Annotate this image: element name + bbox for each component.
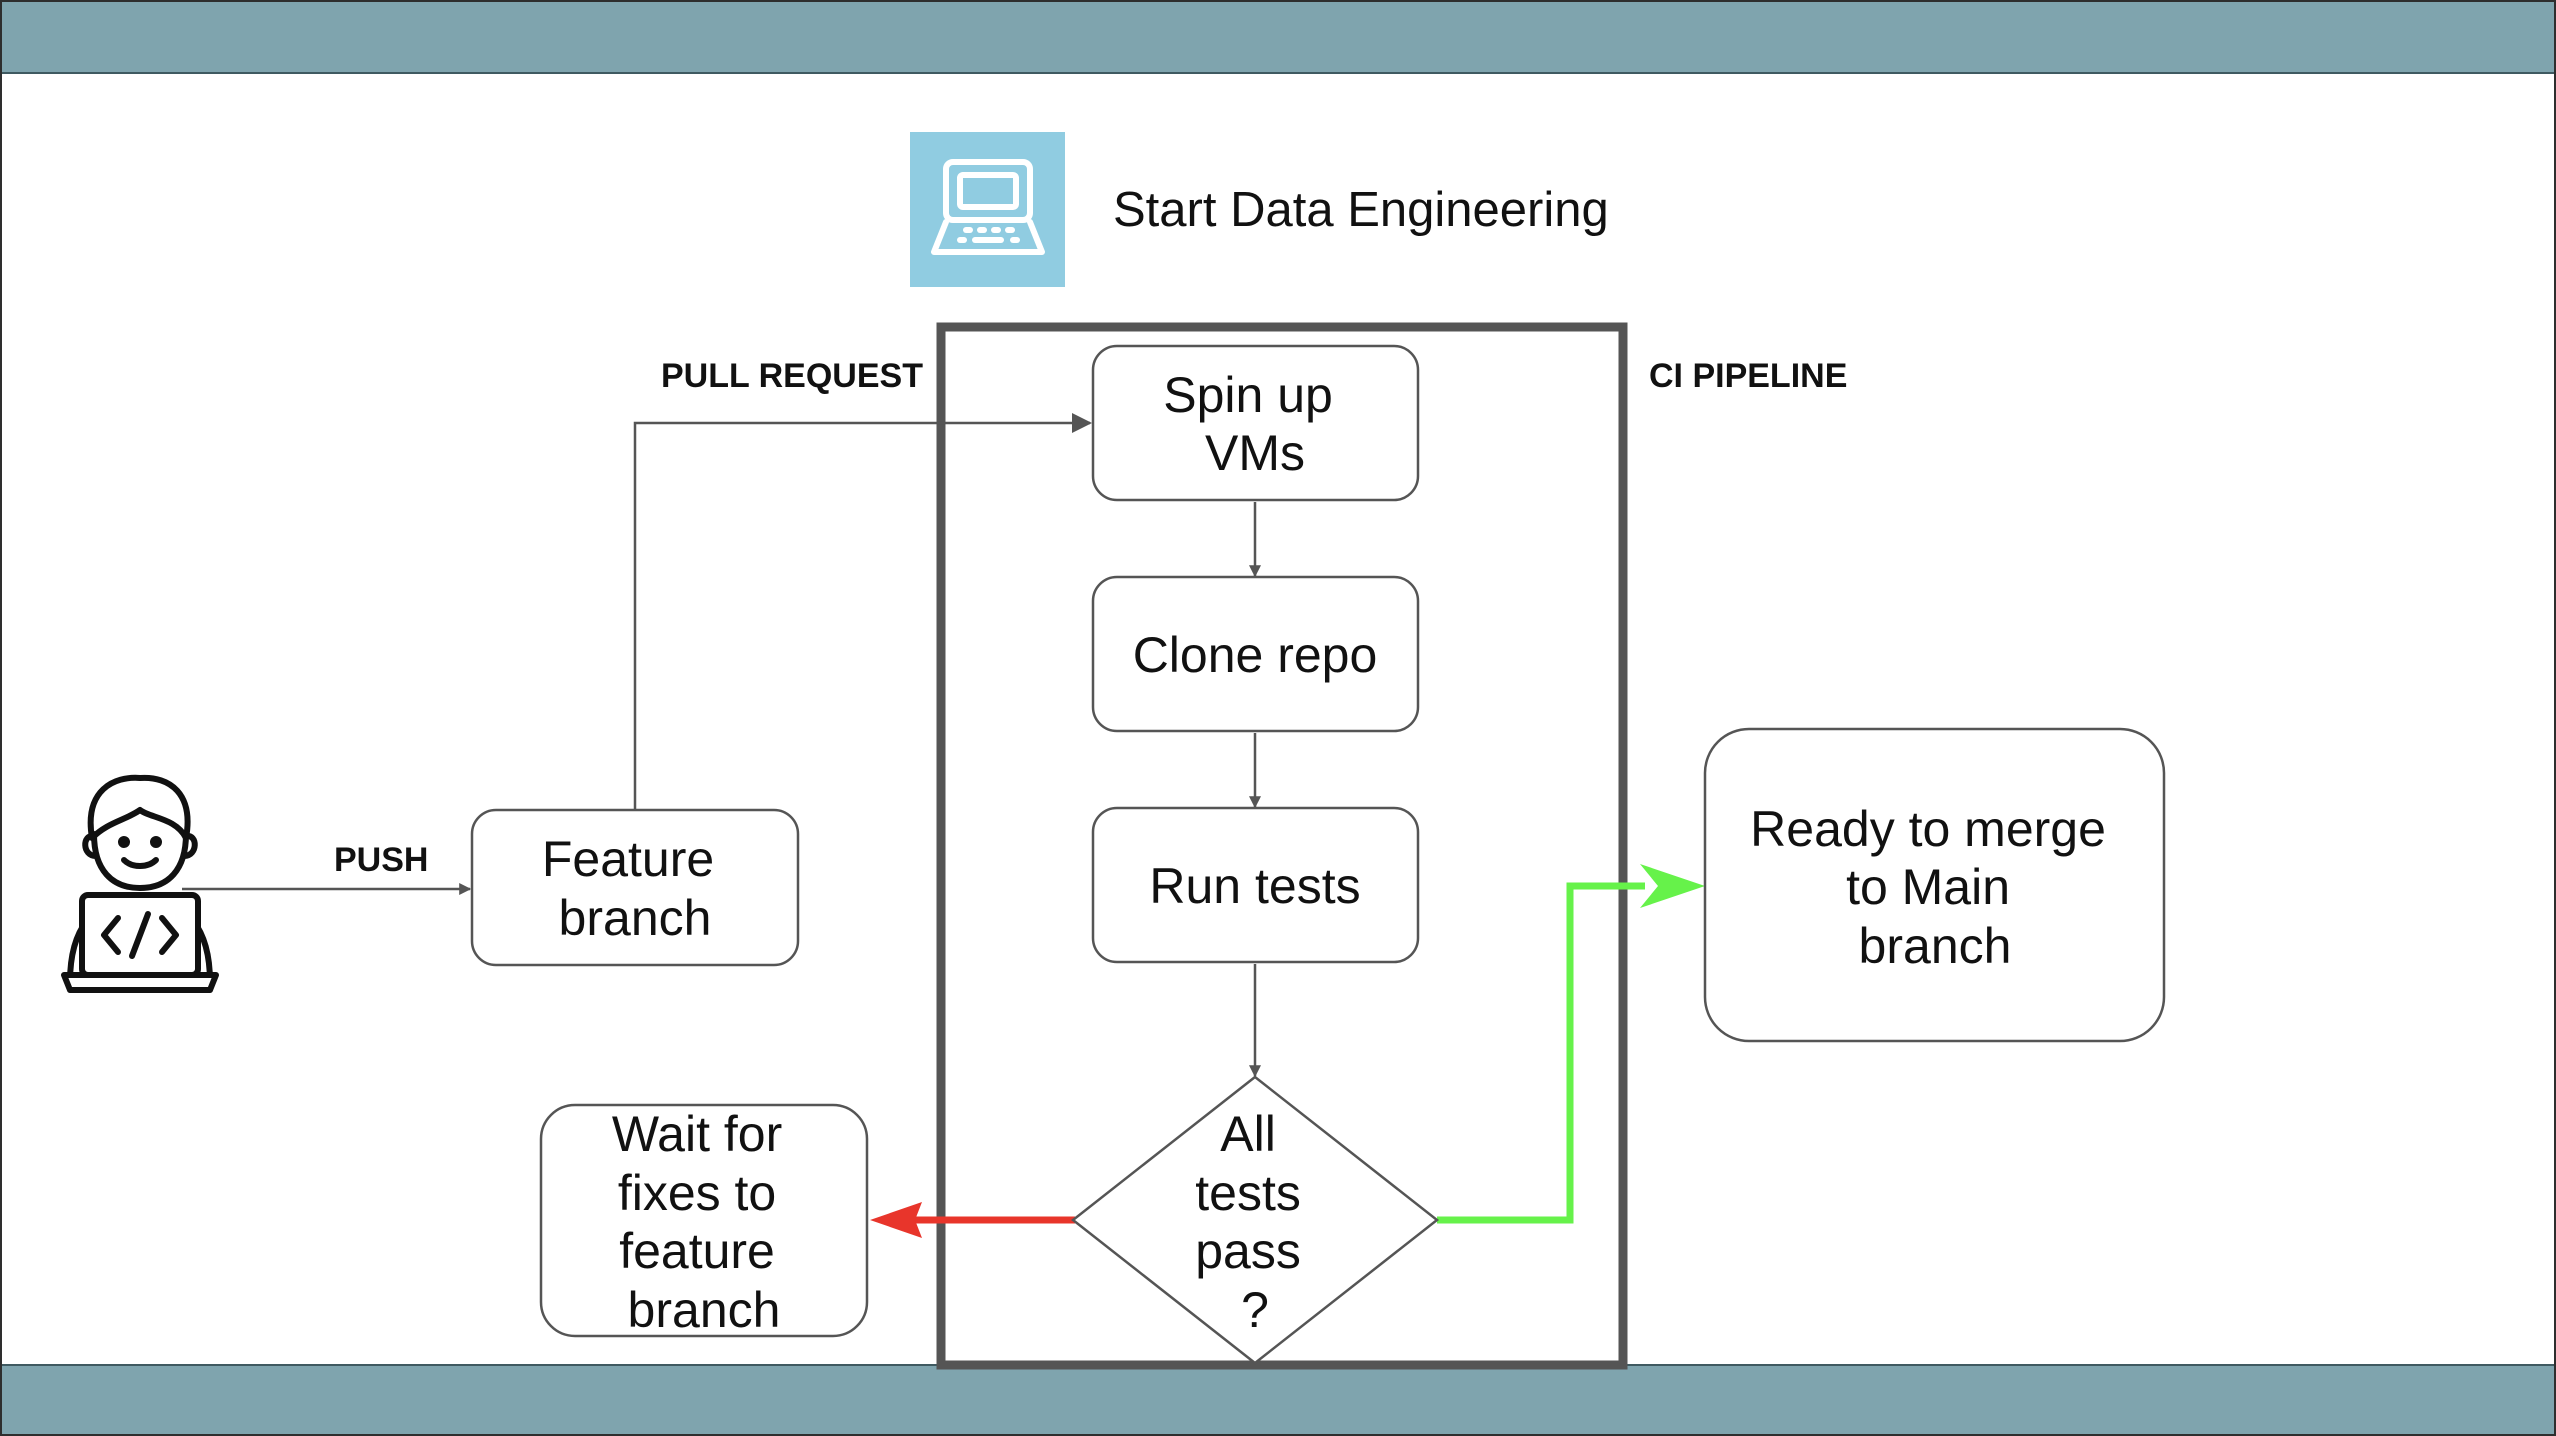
wait-for-fixes-box: Wait for fixes to feature branch	[539, 1103, 869, 1338]
spin-up-vms-label: Spin up VMs	[1163, 367, 1347, 481]
fail-arrow	[870, 1202, 1075, 1238]
brand-title: Start Data Engineering	[1113, 183, 1609, 237]
decision-line: pass	[1195, 1223, 1301, 1279]
clone-repo-label: Clone repo	[1133, 627, 1378, 683]
decision-line: tests	[1195, 1165, 1301, 1221]
developer-coding-laptop-icon	[61, 774, 219, 993]
wait-for-fixes-line: branch	[628, 1282, 781, 1338]
decision-line: All	[1220, 1106, 1276, 1162]
decision-diamond: All tests pass ?	[1070, 1075, 1440, 1365]
pass-arrow	[1437, 864, 1705, 1224]
spin-up-vms-box: Spin up VMs	[1091, 344, 1420, 502]
run-tests-label: Run tests	[1149, 858, 1360, 914]
wait-for-fixes-line: fixes to	[618, 1165, 776, 1221]
spin-up-vms-line: VMs	[1205, 425, 1305, 481]
ready-to-merge-line: to Main	[1846, 859, 2010, 915]
wait-for-fixes-line: feature	[619, 1223, 775, 1279]
ci-pipeline-label: CI PIPELINE	[1649, 357, 1847, 395]
feature-branch-line: branch	[559, 890, 712, 946]
decision-line: ?	[1241, 1282, 1269, 1338]
wait-for-fixes-line: Wait for	[612, 1106, 782, 1162]
feature-branch-line: Feature	[542, 831, 714, 887]
bottom-band	[0, 1364, 2556, 1436]
decision-label: All tests pass ?	[1195, 1106, 1315, 1338]
ready-to-merge-box: Ready to merge to Main branch	[1703, 727, 2166, 1043]
ready-to-merge-label: Ready to merge to Main branch	[1750, 801, 2120, 974]
clone-repo-line: Clone repo	[1133, 627, 1378, 683]
run-tests-box: Run tests	[1091, 806, 1420, 964]
push-label: PUSH	[334, 841, 428, 879]
ci-pipeline-frame	[936, 322, 1628, 1370]
brand-logo	[910, 132, 1065, 287]
pull-request-label: PULL REQUEST	[661, 357, 923, 395]
laptop-icon	[931, 159, 1045, 255]
wait-for-fixes-label: Wait for fixes to feature branch	[612, 1106, 796, 1338]
ready-to-merge-line: Ready to merge	[1750, 801, 2106, 857]
pull-request-arrow	[633, 413, 1092, 810]
ready-to-merge-line: branch	[1859, 918, 2012, 974]
feature-branch-label: Feature branch	[542, 831, 728, 946]
feature-branch-box: Feature branch	[470, 808, 800, 967]
spin-up-vms-line: Spin up	[1163, 367, 1333, 423]
run-tests-line: Run tests	[1149, 858, 1360, 914]
clone-repo-box: Clone repo	[1091, 575, 1420, 733]
